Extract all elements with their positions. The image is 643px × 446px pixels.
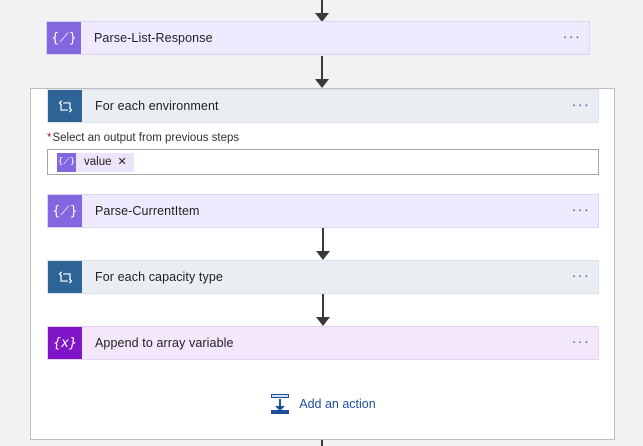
- insert-icon-stem: [279, 399, 282, 407]
- foreach-input-field: *Select an output from previous steps {⟋…: [47, 132, 599, 175]
- variables-icon-glyph: {x}: [52, 335, 78, 351]
- action-title: Parse-CurrentItem: [95, 204, 200, 218]
- connector-line: [321, 294, 324, 318]
- action-card-append-to-array-variable[interactable]: {x} Append to array variable ···: [47, 326, 599, 360]
- connector-line: [320, 56, 323, 80]
- scope-for-each-environment: For each environment ··· *Select an outp…: [30, 88, 615, 440]
- dynamic-content-token[interactable]: {⟋} value ✕: [57, 152, 134, 172]
- action-title: For each capacity type: [95, 270, 223, 284]
- insert-icon-top-bar: [271, 394, 290, 398]
- action-overflow-menu-button[interactable]: ···: [571, 95, 591, 112]
- insert-icon-arrow-tip: [275, 406, 286, 411]
- parse-json-icon: {⟋}: [47, 22, 81, 54]
- insert-action-icon: [269, 393, 291, 415]
- action-title: Append to array variable: [95, 336, 234, 350]
- action-overflow-menu-button[interactable]: ···: [571, 200, 591, 217]
- token-remove-icon[interactable]: ✕: [117, 155, 127, 168]
- action-title: Parse-List-Response: [94, 31, 213, 45]
- connector-parse-to-foreach: [310, 56, 334, 88]
- variables-icon: {x}: [48, 327, 82, 359]
- connector-bottom-outgoing: [310, 440, 334, 446]
- add-an-action-button[interactable]: Add an action: [31, 393, 614, 415]
- parse-json-icon: {⟋}: [48, 195, 82, 227]
- parse-json-token-icon-glyph: {⟋}: [57, 157, 76, 167]
- action-title: For each environment: [95, 99, 219, 113]
- field-label-text: Select an output from previous steps: [52, 132, 240, 144]
- connector-capacity-to-append: [311, 294, 335, 326]
- required-asterisk: *: [47, 132, 52, 144]
- action-overflow-menu-button[interactable]: ···: [571, 266, 591, 283]
- action-overflow-menu-button[interactable]: ···: [571, 332, 591, 349]
- foreach-loop-icon: [48, 261, 82, 293]
- connector-line: [321, 228, 324, 252]
- action-card-parse-current-item[interactable]: {⟋} Parse-CurrentItem ···: [47, 194, 599, 228]
- action-card-parse-list-response[interactable]: {⟋} Parse-List-Response ···: [46, 21, 590, 55]
- foreach-loop-icon: [48, 90, 82, 122]
- insert-icon-bottom-bar: [271, 410, 290, 414]
- connector-top-incoming: [310, 0, 334, 22]
- parse-json-icon-glyph: {⟋}: [52, 203, 78, 219]
- select-output-input[interactable]: {⟋} value ✕: [47, 149, 599, 175]
- arrow-head: [314, 79, 329, 88]
- field-label: *Select an output from previous steps: [47, 132, 599, 144]
- parse-json-token-icon: {⟋}: [57, 152, 76, 172]
- action-card-for-each-capacity-type[interactable]: For each capacity type ···: [47, 260, 599, 294]
- arrow-head: [315, 317, 330, 326]
- parse-json-icon-glyph: {⟋}: [51, 30, 77, 46]
- add-an-action-label: Add an action: [299, 397, 376, 411]
- action-card-for-each-environment[interactable]: For each environment ···: [47, 89, 599, 123]
- connector-currentitem-to-capacity: [311, 228, 335, 260]
- connector-line: [320, 440, 323, 446]
- connector-line: [320, 0, 323, 14]
- token-label: value: [84, 156, 112, 168]
- action-overflow-menu-button[interactable]: ···: [562, 27, 582, 44]
- arrow-head: [315, 251, 330, 260]
